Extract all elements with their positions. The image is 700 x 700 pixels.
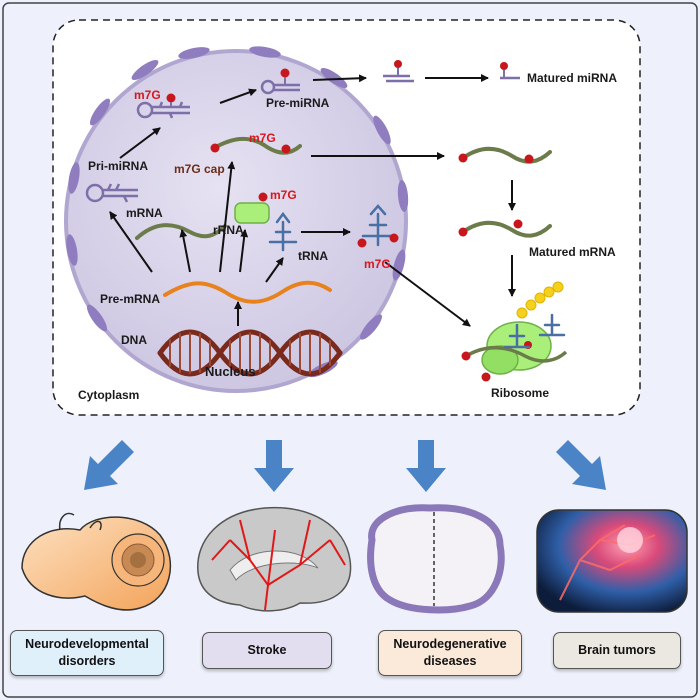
mrna-strand xyxy=(135,223,227,240)
trna-cytoplasmic xyxy=(361,204,395,247)
pri-mirna-label: Pri-miRNA xyxy=(88,159,148,173)
mirna-duplex xyxy=(383,74,414,83)
rrna-m7g-mark xyxy=(258,192,268,202)
pre-mirna-hairpin-nuclear xyxy=(136,101,190,119)
dna-label: DNA xyxy=(121,333,147,347)
matured-mirna-m7g-mark xyxy=(500,62,508,70)
rrna-label: rRNA xyxy=(213,223,244,237)
m7g-cap-label: m7G cap xyxy=(174,162,225,176)
trna-m7g-mark-1 xyxy=(357,238,367,248)
disease-box-neurodevelopmental: Neurodevelopmental disorders xyxy=(10,630,164,676)
disease-box-neurodegenerative: Neurodegenerative diseases xyxy=(378,630,522,676)
m7g-internal-mark xyxy=(281,144,291,154)
m7g-cap-mark xyxy=(210,143,220,153)
cytoplasmic-mrna-1 xyxy=(461,146,552,164)
matured-mrna-strand xyxy=(461,220,552,238)
rrna-shape xyxy=(234,202,270,224)
neurodegenerative-brain-illustration xyxy=(367,504,505,614)
m7g-label-trna: m7G xyxy=(364,257,391,271)
dna-helix xyxy=(157,329,343,377)
pre-mrna-strand xyxy=(163,280,332,304)
matured-mirna-label: Matured miRNA xyxy=(527,71,617,85)
disease-arrows xyxy=(84,440,606,492)
cyto-mrna-1-cap xyxy=(458,153,468,163)
disease-box-brain-tumors: Brain tumors xyxy=(553,632,681,669)
trna-label: tRNA xyxy=(298,249,328,263)
trna-m7g-mark-2 xyxy=(389,233,399,243)
arrow-to-neurodegenerative xyxy=(406,440,446,492)
cyto-mrna-1-mark xyxy=(524,154,534,164)
fetus-illustration xyxy=(21,512,172,611)
brain-tumor-illustration xyxy=(536,509,688,613)
pathway-arrows xyxy=(109,74,516,327)
trna-nuclear xyxy=(268,211,298,252)
nucleus-label: Nucleus xyxy=(205,364,256,379)
mrna-label: mRNA xyxy=(126,206,163,220)
matured-mrna-mark xyxy=(513,219,523,229)
m7g-label-pre-mirna: m7G xyxy=(134,88,161,102)
arrow-to-brain-tumors xyxy=(556,440,606,490)
m7g-label-mrna: m7G xyxy=(249,131,276,145)
stroke-brain-illustration xyxy=(197,506,352,612)
pri-mirna-hairpin xyxy=(85,183,138,203)
matured-mrna-cap xyxy=(458,227,468,237)
pre-mirna-hairpin-export xyxy=(260,79,300,95)
arrow-to-stroke xyxy=(254,440,294,492)
m7g-label-rrna: m7G xyxy=(270,188,297,202)
matured-mrna-label: Matured mRNA xyxy=(529,245,616,259)
ribosome-label: Ribosome xyxy=(491,386,549,400)
pre-mirna-m7g-mark xyxy=(166,93,176,103)
cytoplasm-label: Cytoplasm xyxy=(78,388,139,402)
export-mirna-m7g-mark xyxy=(280,68,290,78)
ribosome-complex xyxy=(461,281,568,382)
disease-box-stroke: Stroke xyxy=(202,632,332,669)
m7g-capped-mrna xyxy=(212,136,302,155)
pre-mrna-label: Pre-mRNA xyxy=(100,292,160,306)
arrow-to-neurodevelopmental xyxy=(84,440,134,490)
pre-mirna-label: Pre-miRNA xyxy=(266,96,330,110)
duplex-m7g-mark xyxy=(394,60,402,68)
